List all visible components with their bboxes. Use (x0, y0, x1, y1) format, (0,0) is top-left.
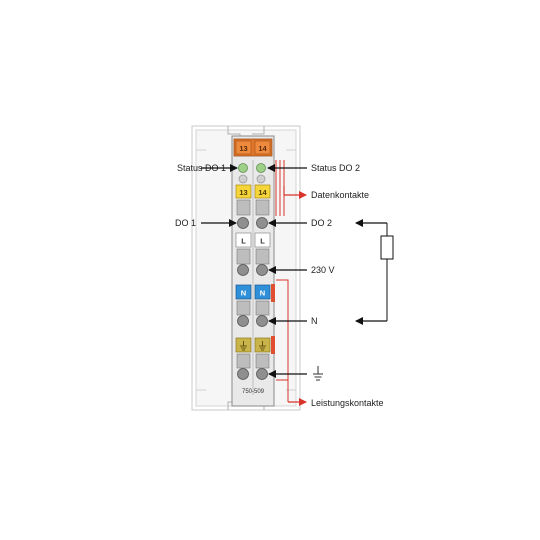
load-resistor (380, 235, 394, 260)
ground-icon (313, 366, 323, 381)
signal-tags-yellow: 13 14 (235, 184, 271, 199)
blue-tag-n2: N (260, 289, 265, 298)
data-contacts-bracket (275, 160, 307, 216)
label-leistungskontakte: Leistungskontakte (311, 398, 384, 408)
white-tag-l2: L (260, 237, 265, 246)
power-contacts-bracket (276, 279, 307, 406)
label-do1: DO 1 (175, 218, 196, 228)
clamp-group-ground (236, 353, 270, 380)
clamp-group-do (236, 199, 270, 229)
led-tag-14: 14 (258, 144, 267, 153)
label-n: N (311, 316, 318, 326)
model-number: 750-509 (242, 389, 265, 395)
signal-tags-blue: N N (235, 284, 271, 300)
led-off-2 (256, 174, 266, 184)
label-230v: 230 V (311, 265, 335, 275)
blue-tag-n1: N (241, 289, 246, 298)
signal-tags-ground (235, 337, 271, 353)
label-datenkontakte: Datenkontakte (311, 190, 369, 200)
power-contacts (271, 284, 275, 354)
label-status-do2: Status DO 2 (311, 163, 360, 173)
led-header: 13 14 (233, 138, 273, 157)
clamp-group-230v (236, 248, 270, 276)
status-led-do1 (238, 163, 248, 173)
status-led-do2 (256, 163, 266, 173)
clamp-group-n (236, 300, 270, 327)
white-tag-l1: L (241, 237, 246, 246)
led-tag-13: 13 (239, 144, 247, 153)
signal-tags-white: L L (235, 232, 271, 248)
yellow-tag-13: 13 (239, 188, 247, 197)
label-do2: DO 2 (311, 218, 332, 228)
yellow-tag-14: 14 (258, 188, 267, 197)
led-off-1 (238, 174, 248, 184)
load-circuit (355, 219, 394, 325)
